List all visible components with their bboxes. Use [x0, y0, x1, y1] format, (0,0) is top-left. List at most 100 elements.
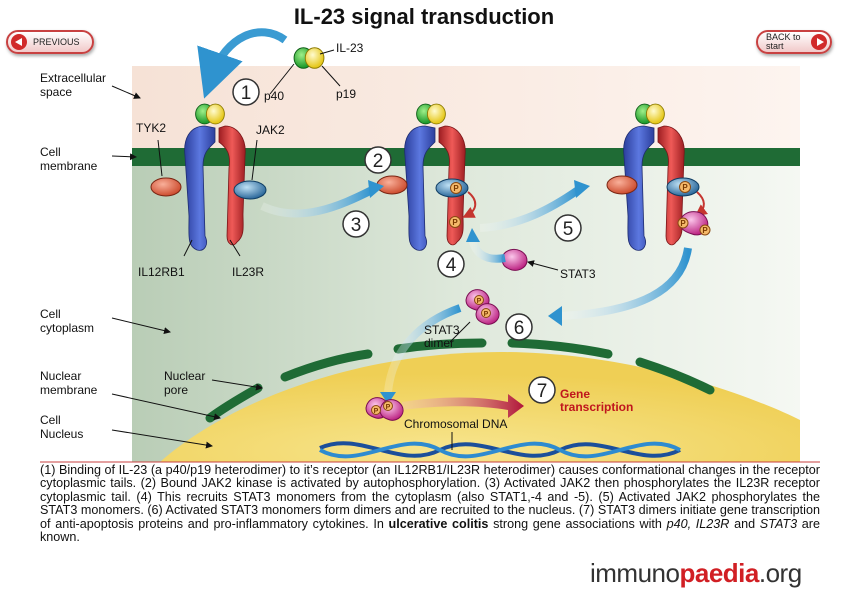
flow-arrow-6	[559, 247, 692, 320]
step-markers: 1 2 3 4 5 6 7	[232, 78, 582, 404]
stat3-dimer: P P	[465, 289, 500, 325]
il23-bound-1	[195, 103, 225, 125]
nucleus-region	[160, 352, 800, 462]
leader-il23r	[229, 239, 241, 257]
label-stat3-dimer: STAT3 dimer	[424, 323, 463, 350]
label-cell-cytoplasm: Cell cytoplasm	[40, 307, 94, 335]
leader-tyk2	[157, 139, 163, 177]
desc-genes-1: p40, IL23R	[666, 516, 730, 531]
arrowhead-4	[466, 228, 480, 242]
arrowhead-6	[548, 306, 562, 326]
arrowhead-5	[574, 180, 590, 198]
leader-nuclear-membrane	[111, 393, 221, 421]
il23-free	[293, 47, 325, 69]
label-chromosomal-dna: Chromosomal DNA	[404, 417, 507, 431]
step-6: 6	[514, 318, 525, 339]
svg-text:P: P	[680, 219, 686, 228]
phospho-label: P	[682, 183, 688, 192]
phosphorylation-arrow-1	[462, 191, 477, 218]
step-7: 7	[537, 381, 548, 402]
flow-arrow-7	[384, 304, 462, 393]
svg-text:P: P	[477, 298, 482, 305]
label-p40: p40	[264, 89, 284, 103]
label-stat3: STAT3	[560, 267, 596, 281]
step-3: 3	[351, 215, 362, 236]
arrow-right-icon	[811, 34, 827, 50]
arrowhead-7	[380, 392, 396, 404]
leader-jak2	[251, 139, 258, 181]
tyk2-kinase-3	[606, 175, 638, 195]
flow-arrow-5	[479, 186, 581, 232]
binding-arrow	[197, 28, 288, 99]
label-p19: p19	[336, 87, 356, 101]
arrowhead-3	[368, 180, 384, 198]
svg-text:P: P	[702, 226, 708, 235]
logo-part-c: .org	[758, 558, 802, 588]
label-jak2: JAK2	[256, 123, 285, 137]
label-extracellular-line2: space	[40, 85, 72, 99]
leader-stat3	[527, 260, 559, 271]
back-to-start-button[interactable]: BACK to start	[756, 30, 832, 54]
phospho-jak2-2	[450, 182, 462, 194]
phospho-jak2-3	[679, 181, 691, 193]
label-gene-line2: transcription	[560, 400, 633, 414]
description-text: (1) Binding of IL-23 (a p40/p19 heterodi…	[40, 463, 820, 545]
tyk2-kinase-2	[376, 175, 408, 195]
il23-bound-2	[416, 103, 446, 125]
desc-genes-2: STAT3	[759, 516, 798, 531]
svg-text:P: P	[386, 404, 391, 411]
desc-part-2: strong gene associations with	[488, 516, 667, 531]
chromosomal-dna	[319, 441, 681, 459]
phospho-label: P	[453, 184, 459, 193]
label-nuclear-membrane: Nuclear membrane	[40, 369, 98, 397]
phospho-il23r-2	[449, 216, 461, 228]
stat3-dimer-nuclear: P P	[365, 397, 404, 421]
previous-button[interactable]: PREVIOUS	[6, 30, 94, 54]
label-il23r: IL23R	[232, 265, 264, 279]
step-4: 4	[446, 255, 457, 276]
label-gene-line1: Gene	[560, 387, 590, 401]
svg-text:P: P	[374, 408, 379, 415]
desc-part-1: (1) Binding of IL-23 (a p40/p19 heterodi…	[40, 463, 820, 531]
leader-membrane	[111, 153, 137, 161]
desc-bold-term: ulcerative colitis	[388, 516, 489, 531]
leader-stat3-dimer	[449, 321, 471, 343]
leader-nuclear-pore	[211, 379, 263, 391]
leader-p40	[269, 63, 295, 95]
label-nuclear-pore: Nuclear pore	[164, 369, 209, 397]
leader-cytoplasm	[111, 317, 171, 334]
flow-arrow-3	[260, 186, 374, 218]
leader-il12rb1	[183, 239, 193, 257]
label-tyk2: TYK2	[136, 121, 166, 135]
label-extracellular-space: Extracellular space	[40, 71, 109, 99]
immunopaedia-logo: immunopaedia.org	[590, 558, 802, 589]
gene-transcription-arrow	[402, 394, 524, 418]
step-5: 5	[563, 219, 574, 240]
arrow-left-icon	[11, 34, 27, 50]
stat3-bound: P P	[677, 211, 711, 236]
leader-extracellular	[111, 85, 141, 99]
label-il23: IL-23	[336, 41, 364, 55]
page-title: IL-23 signal transduction	[293, 4, 555, 29]
label-cell-nucleus: Cell Nucleus	[40, 413, 83, 441]
leader-p19	[321, 65, 341, 87]
leader-nucleus	[111, 429, 213, 449]
il23-bound-3	[635, 103, 665, 125]
desc-and: and	[729, 516, 760, 531]
label-stat3-dimer-line1: STAT3	[424, 323, 460, 337]
stat3-monomer	[501, 249, 528, 271]
phospho-label: P	[452, 218, 458, 227]
back-button-label: BACK to start	[766, 32, 801, 51]
label-stat3-dimer-line2: dimer	[424, 336, 454, 350]
leader-il23	[319, 49, 335, 55]
label-extracellular-line1: Extracellular	[40, 71, 106, 85]
jak2-kinase-1	[233, 180, 267, 200]
previous-button-label: PREVIOUS	[33, 37, 80, 47]
logo-part-b: paedia	[679, 558, 759, 588]
label-cell-membrane: Cell membrane	[40, 145, 98, 173]
tyk2-kinase-1	[150, 177, 182, 197]
step-1: 1	[241, 83, 252, 104]
desc-part-3: are known.	[40, 516, 820, 545]
step-2: 2	[373, 151, 384, 172]
